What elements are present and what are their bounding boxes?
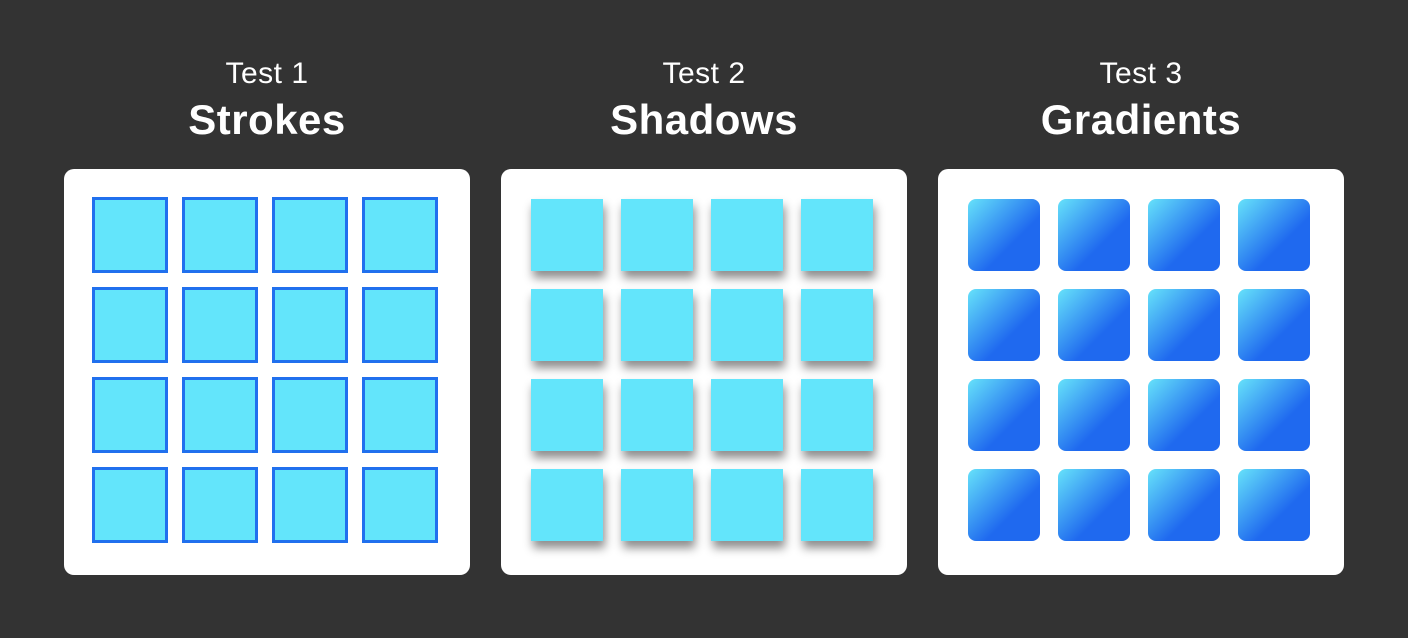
test-heading: Test 1 Strokes (64, 54, 470, 146)
gradient-tile (1238, 469, 1310, 541)
gradient-tile (1148, 379, 1220, 451)
shadow-tile (531, 289, 603, 361)
shadow-tile (801, 469, 873, 541)
shadow-tile (621, 199, 693, 271)
stroke-tile (362, 377, 438, 453)
test-title: Strokes (188, 96, 346, 143)
stroke-tile (272, 287, 348, 363)
gradient-tile (968, 199, 1040, 271)
test-subtitle: Test 2 (662, 57, 746, 90)
shadow-tile (801, 379, 873, 451)
gradient-tile (1238, 379, 1310, 451)
tile-grid (92, 197, 440, 545)
stroke-tile (362, 467, 438, 543)
shadow-tile (711, 199, 783, 271)
gradient-tile (1148, 289, 1220, 361)
shadow-tile (621, 379, 693, 451)
shadow-tile (801, 199, 873, 271)
stroke-tile (182, 197, 258, 273)
gradient-tile (1058, 289, 1130, 361)
gradient-tile (968, 469, 1040, 541)
gradient-tile (1238, 289, 1310, 361)
stroke-tile (92, 467, 168, 543)
shadow-tile (711, 289, 783, 361)
shadow-tile (621, 289, 693, 361)
shadow-tile (711, 379, 783, 451)
gradient-tile (1238, 199, 1310, 271)
stroke-tile (272, 377, 348, 453)
gradient-tile (1058, 379, 1130, 451)
shadow-tile (531, 469, 603, 541)
gradient-tile (1148, 199, 1220, 271)
gradient-tile (968, 289, 1040, 361)
gradient-tile (1148, 469, 1220, 541)
shadow-tile (711, 469, 783, 541)
stroke-tile (272, 467, 348, 543)
shadow-tile (621, 469, 693, 541)
test-heading: Test 3 Gradients (938, 54, 1344, 146)
stroke-tile (182, 467, 258, 543)
stroke-tile (92, 287, 168, 363)
stroke-tile (182, 377, 258, 453)
stroke-tile (182, 287, 258, 363)
shadow-tile (531, 379, 603, 451)
gradient-tile (1058, 469, 1130, 541)
shadow-tile (531, 199, 603, 271)
stroke-tile (362, 287, 438, 363)
tile-panel-strokes (64, 169, 470, 575)
test-subtitle: Test 1 (225, 57, 309, 90)
test-subtitle: Test 3 (1099, 57, 1183, 90)
stroke-tile (362, 197, 438, 273)
test-title: Shadows (610, 96, 798, 143)
stroke-tile (92, 377, 168, 453)
tile-panel-gradients (938, 169, 1344, 575)
tile-grid (968, 199, 1314, 545)
stroke-tile (92, 197, 168, 273)
stroke-tile (272, 197, 348, 273)
tile-panel-shadows (501, 169, 907, 575)
shadow-tile (801, 289, 873, 361)
gradient-tile (1058, 199, 1130, 271)
gradient-tile (968, 379, 1040, 451)
tile-grid (531, 199, 877, 545)
test-heading: Test 2 Shadows (501, 54, 907, 146)
test-title: Gradients (1040, 96, 1242, 143)
